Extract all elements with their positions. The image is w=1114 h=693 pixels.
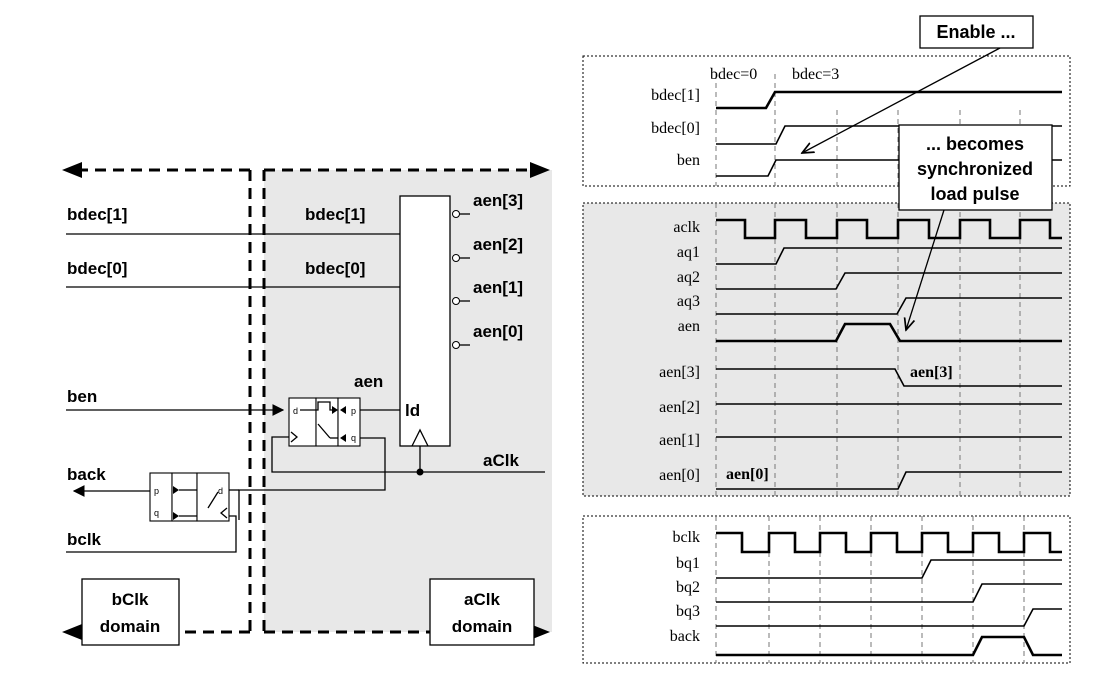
svg-text:d: d [293,406,298,416]
input-back-label: back [67,465,106,484]
signal-aen0: aen[0] [659,467,700,484]
aclk-label: aClk [483,451,519,470]
annotation-bdec-3: bdec=3 [792,66,839,83]
wave-aen [716,322,1062,343]
timing-panel-aclk [582,202,1071,497]
signal-aen: aen [678,318,700,335]
input-bdec0-label: bdec[0] [67,259,127,278]
callout-sync-line3: load pulse [930,184,1019,204]
signal-aen2: aen[2] [659,399,700,416]
signal-aq3: aq3 [677,293,700,310]
decoder-out-aen2: aen[2] [473,235,523,254]
wave-aclk [716,218,1062,240]
decoder-box [399,195,451,447]
aen-label: aen [354,372,383,391]
aclk-domain-line1: aClk [464,590,500,609]
decoder-ld-label: ld [405,401,420,420]
decoder-out-aen1: aen[1] [473,278,523,297]
decoder-bdec0-label: bdec[0] [305,259,365,278]
signal-aq2: aq2 [677,269,700,286]
callout-sync-line1: ... becomes [926,134,1024,154]
signal-bq3: bq3 [676,603,700,620]
wave-aq1 [716,247,1062,265]
bclk-domain-box [81,578,180,646]
signal-aen3: aen[3] [659,364,700,381]
arrowhead-bottom-left [62,624,82,640]
annotation-aen0: aen[0] [726,466,769,483]
callout-enable-box [919,15,1034,49]
signal-ben: ben [677,152,700,169]
output-bubble-aen1 [452,297,460,305]
wave-aq2 [716,272,1062,290]
timing-panel-bclk [582,515,1071,664]
aclk-domain-line2: domain [452,617,512,636]
arrowhead-top-right [530,162,550,178]
callout-sync-arrow [906,209,945,330]
arrowhead-top-left [62,162,82,178]
signal-aq1: aq1 [677,244,700,261]
callout-enable-text: Enable ... [936,22,1015,42]
signal-back: back [670,628,700,645]
bclk-synchronizer: p q d [149,472,230,522]
svg-text:p: p [154,486,159,496]
decoder-out-aen0: aen[0] [473,322,523,341]
svg-text:d: d [218,486,223,496]
svg-text:q: q [351,433,356,443]
aclk-domain-box [429,578,535,646]
wave-bq1 [716,559,1062,579]
arrowhead-bottom-right [530,624,550,640]
signal-bdec0: bdec[0] [651,120,700,137]
callout-sync-box [898,124,1053,211]
input-ben-label: ben [67,387,97,406]
signal-bclk: bclk [672,529,700,546]
bclk-domain-line2: domain [100,617,160,636]
signal-aen1: aen[1] [659,432,700,449]
wave-back [716,635,1062,657]
timing-diagram: bdec=0 bdec=3 bdec[1] bdec[0] ben aclk a… [582,15,1071,664]
wave-bq2 [716,583,1062,603]
wave-bq3 [716,608,1062,627]
callout-sync-line2: synchronized [917,159,1033,179]
timing-grid [715,74,1025,663]
aclk-synchronizer: d p q [288,397,361,447]
wave-bdec1 [716,90,1062,110]
wave-aq3 [716,297,1062,315]
annotation-bdec-0: bdec=0 [710,66,757,83]
callout-enable-arrow [802,47,1001,153]
wave-aen3 [716,368,1062,387]
svg-text:p: p [351,406,356,416]
signal-bq1: bq1 [676,555,700,572]
decoder-out-aen3: aen[3] [473,191,523,210]
output-bubble-aen2 [452,254,460,262]
annotation-aen3: aen[3] [910,364,953,381]
bclk-domain-line1: bClk [112,590,149,609]
input-bdec1-label: bdec[1] [67,205,127,224]
signal-bq2: bq2 [676,579,700,596]
output-bubble-aen0 [452,341,460,349]
svg-text:q: q [154,508,159,518]
wave-bclk [716,531,1062,554]
schematic: bdec[1] bdec[0] bdec[1] bdec[0] ld aen[3… [62,162,552,646]
output-bubble-aen3 [452,210,460,218]
decoder-bdec1-label: bdec[1] [305,205,365,224]
signal-aclk: aclk [673,219,700,236]
input-bclk-label: bclk [67,530,102,549]
signal-bdec1: bdec[1] [651,87,700,104]
wave-aen0 [716,471,1062,490]
